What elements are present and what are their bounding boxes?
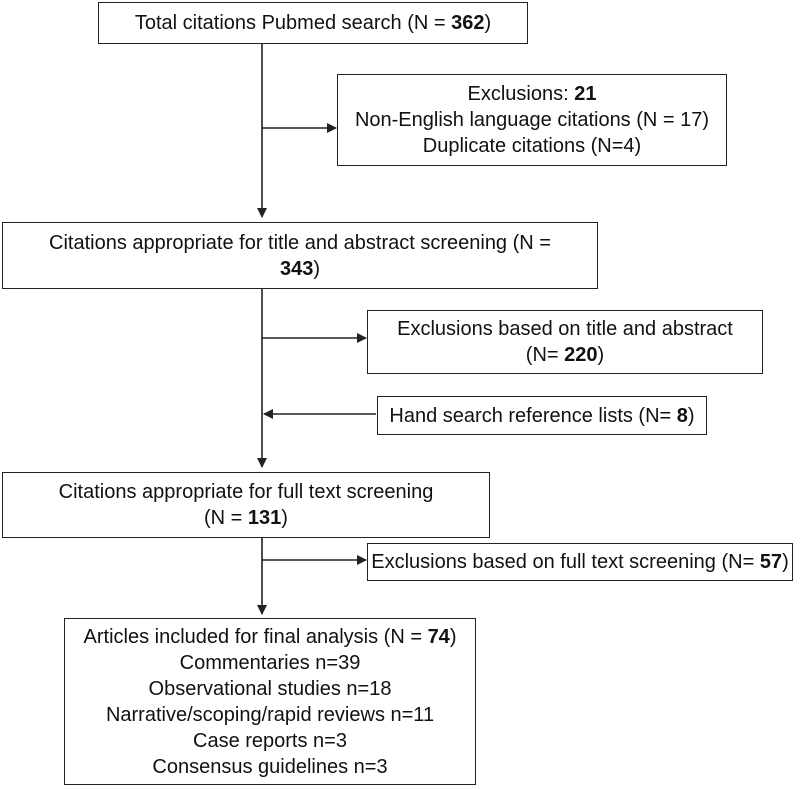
final-analysis-title: Articles included for final analysis (N …	[83, 625, 457, 648]
title-abstract-exclusions-box: Exclusions based on title and abstract (…	[367, 310, 763, 374]
final-item-commentaries: Commentaries n=39	[179, 651, 361, 674]
initial-exclusions-title: Exclusions: 21	[467, 83, 597, 105]
final-analysis-box: Articles included for final analysis (N …	[64, 618, 476, 785]
full-text-exclusions-box: Exclusions based on full text screening …	[367, 543, 793, 581]
title-abstract-exclusions-text: Exclusions based on title and abstract	[397, 318, 733, 340]
initial-exclusions-box: Exclusions: 21 Non-English language cita…	[337, 74, 727, 166]
duplicate-exclusions: Duplicate citations (N=4)	[422, 135, 642, 157]
full-text-screening-box: Citations appropriate for full text scre…	[2, 472, 490, 538]
final-item-case-reports: Case reports n=3	[193, 729, 347, 752]
hand-search-box: Hand search reference lists (N= 8)	[377, 396, 707, 435]
title-abstract-screening-text: Citations appropriate for title and abst…	[49, 231, 551, 254]
final-item-observational: Observational studies n=18	[148, 677, 392, 700]
non-english-exclusions: Non-English language citations (N = 17)	[354, 109, 710, 131]
total-citations-text: Total citations Pubmed search (N = 362)	[134, 12, 492, 34]
full-text-exclusions-text: Exclusions based on full text screening …	[371, 551, 789, 573]
hand-search-text: Hand search reference lists (N= 8)	[389, 404, 695, 427]
total-citations-box: Total citations Pubmed search (N = 362)	[98, 2, 528, 44]
title-abstract-screening-box: Citations appropriate for title and abst…	[2, 222, 598, 289]
full-text-screening-count: (N = 131)	[204, 507, 288, 529]
title-abstract-exclusions-count: (N= 220)	[525, 344, 605, 366]
full-text-screening-text: Citations appropriate for full text scre…	[58, 481, 434, 503]
final-item-consensus: Consensus guidelines n=3	[152, 755, 388, 778]
title-abstract-screening-count: 343)	[279, 257, 321, 280]
final-item-reviews: Narrative/scoping/rapid reviews n=11	[105, 703, 435, 726]
